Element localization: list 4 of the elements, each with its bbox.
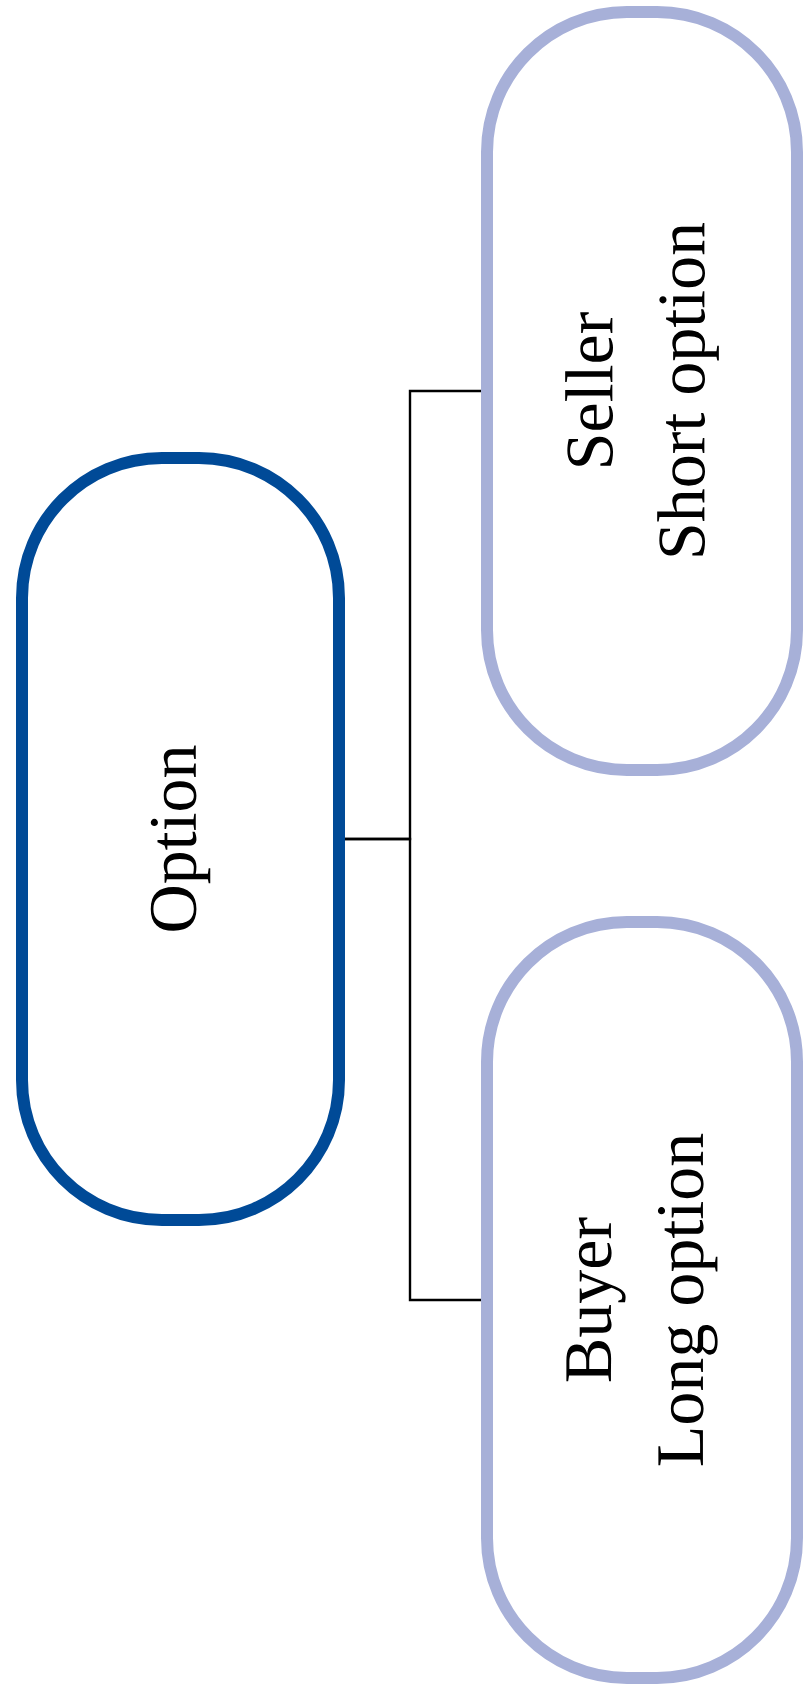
main-box: Option	[16, 452, 345, 1226]
option-box: Seller Short option	[481, 6, 803, 776]
connector-line	[345, 837, 481, 1302]
option-box: Buyer Long option	[481, 916, 803, 1684]
